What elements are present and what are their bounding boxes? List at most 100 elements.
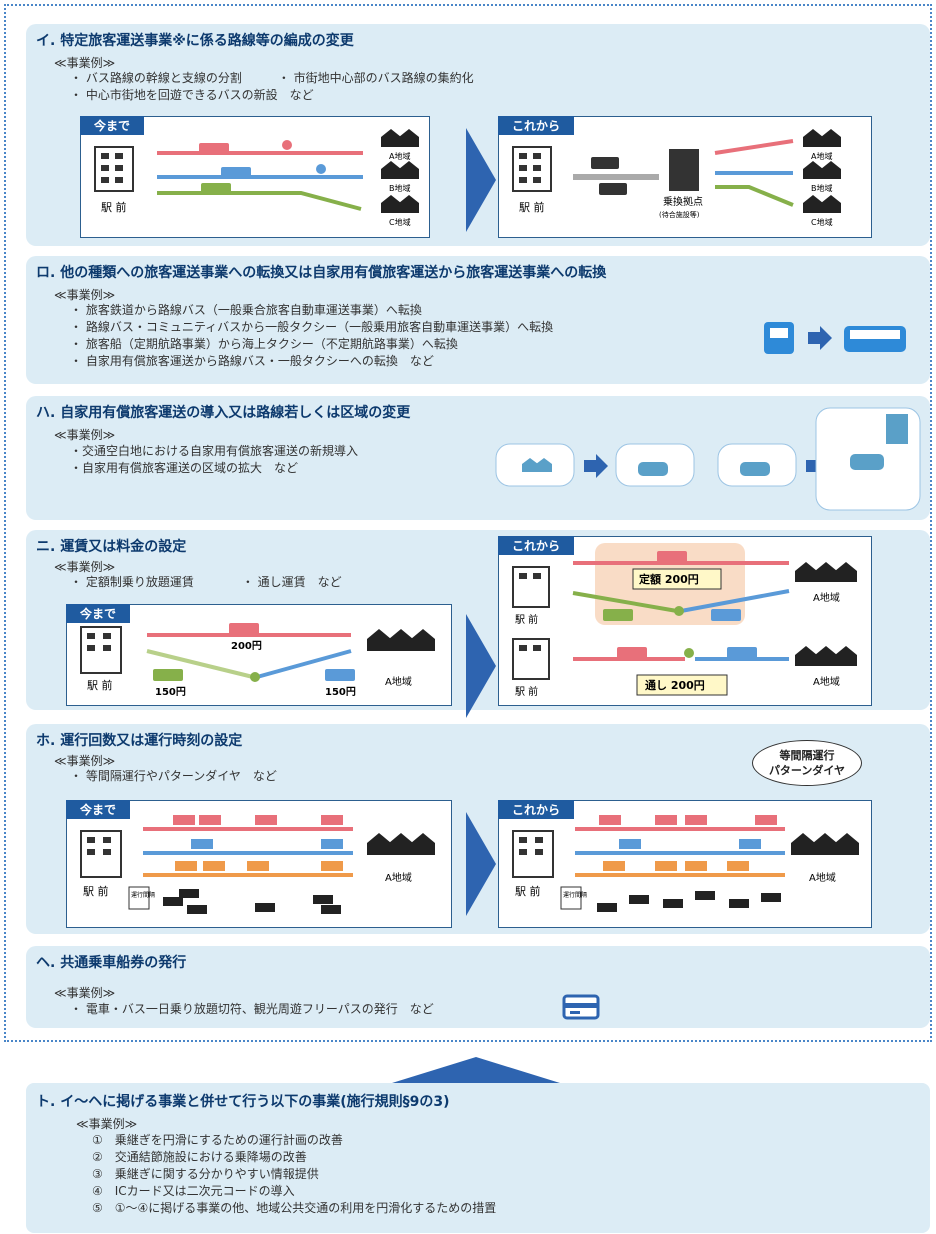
bus-icons <box>619 839 761 849</box>
section-i-before-panel: 今まで 駅 前 A地域 B地域 C地域 <box>80 116 430 238</box>
section-ho-before-diagram: 駅 前 運行間隔 A地域 <box>80 815 435 914</box>
section-ho: ホ. 運行回数又は運行時刻の設定 ≪事業例≫ ・ 等間隔運行やパターンダイヤ な… <box>26 724 930 934</box>
bus-icon <box>603 609 633 621</box>
section-he: ヘ. 共通乗車船券の発行 ≪事業例≫ ・ 電車・バス一日乗り放題切符、観光周遊フ… <box>26 946 930 1028</box>
bus-stop-icon <box>250 672 260 682</box>
green-route <box>146 649 254 679</box>
blue-route <box>256 649 352 679</box>
bus-stop-icon <box>684 648 694 658</box>
bus-icon <box>229 623 259 635</box>
red-route <box>714 139 794 155</box>
section-ho-after-diagram: 駅 前 運行間隔 A地域 <box>512 815 859 912</box>
up-arrow <box>392 1057 560 1083</box>
houses-icon <box>791 833 859 855</box>
through-fare-label: 通し 200円 <box>645 679 705 692</box>
station-building-icon <box>512 638 550 680</box>
bubble-line-2: パターンダイヤ <box>768 764 846 777</box>
section-ni-before-diagram: 駅 前 200円 150円 150円 A地域 <box>80 623 435 698</box>
houses-icon <box>367 833 435 855</box>
section-ni-title: ニ. 運賃又は料金の設定 <box>36 539 187 555</box>
section-i-title: イ. 特定旅客運送事業※に係る路線等の編成の変更 <box>36 33 354 49</box>
area-label: C地域 <box>389 217 411 227</box>
bus-cluster-icon <box>597 891 781 912</box>
section-ha-example-1: ・交通空白地における自家用有償旅客運送の新規導入 <box>70 444 359 458</box>
green-route <box>715 185 794 207</box>
station-building-icon <box>80 830 122 878</box>
arrow-right <box>466 614 496 718</box>
fare-label: 200円 <box>231 640 262 652</box>
bus-icon <box>617 647 647 659</box>
section-ro-example-label: ≪事業例≫ <box>54 288 116 302</box>
bus-icon <box>201 183 231 195</box>
section-to-item-5: ⑤ ①～④に掲げる事業の他、地域公共交通の利用を円滑化するための措置 <box>92 1201 497 1215</box>
interval-tag-label: 運行間隔 <box>131 891 155 899</box>
arrow-right-icon <box>584 454 608 478</box>
green-route <box>572 591 678 613</box>
section-to-title: ト. イ～ヘに掲げる事業と併せて行う以下の事業(施行規則§9の3) <box>36 1094 450 1110</box>
bus-icon <box>657 551 687 563</box>
houses-icon <box>367 629 435 651</box>
after-tag: これから <box>498 800 575 819</box>
bus-stop-icon <box>316 164 326 174</box>
area-label: A地域 <box>809 871 836 884</box>
bus-icons <box>173 815 343 825</box>
area-label: A地域 <box>389 151 410 161</box>
bus-icons <box>603 861 749 871</box>
train-to-bus-graphic <box>764 322 906 354</box>
section-i-after-panel: これから 駅 前 乗換拠点 (待合施設等) A地域 B地域 C地域 <box>498 116 872 238</box>
section-i-after-diagram: 駅 前 乗換拠点 (待合施設等) A地域 B地域 C地域 <box>512 129 841 227</box>
green-route <box>157 191 362 211</box>
area-label: A地域 <box>385 675 412 688</box>
section-ni-example-label: ≪事業例≫ <box>54 560 116 574</box>
flat-fare-badge <box>632 568 722 590</box>
main-border <box>4 4 932 1042</box>
station-building-icon <box>80 626 122 674</box>
after-tag: これから <box>498 536 575 555</box>
section-to-item-3: ③ 乗継ぎに関する分かりやすい情報提供 <box>92 1167 319 1181</box>
section-ni-after-diagram: 駅 前 定額 200円 A地域 駅 前 通し 200円 A地域 <box>512 543 857 698</box>
bus-icon <box>727 647 757 659</box>
section-ha: ハ. 自家用有償旅客運送の導入又は路線若しくは区域の変更 ≪事業例≫ ・交通空白… <box>26 396 930 520</box>
section-ho-example-1: ・ 等間隔運行やパターンダイヤ など <box>70 769 277 783</box>
section-ni-example-1: ・ 定額制乗り放題運賃 ・ 通し運賃 など <box>70 575 342 589</box>
car-icon <box>638 462 668 476</box>
hub-building-icon <box>669 149 699 191</box>
section-ro-example-1: ・ 旅客鉄道から路線バス（一般乗合旅客自動車運送事業）へ転換 <box>70 303 422 317</box>
houses-icon <box>795 562 857 582</box>
after-tag: これから <box>498 116 575 135</box>
arrow-right <box>466 128 496 232</box>
before-tag: 今まで <box>66 604 131 623</box>
bus-icons <box>599 815 777 825</box>
car-icon <box>850 454 884 470</box>
area-label: A地域 <box>385 871 412 884</box>
flat-fare-label: 定額 200円 <box>639 572 699 586</box>
section-i-example-2: ・ 中心市街地を回遊できるバスの新設 など <box>70 88 314 102</box>
hub-sub-label: (待合施設等) <box>659 210 700 219</box>
station-label: 駅 前 <box>515 685 538 698</box>
section-to-item-4: ④ ICカード又は二次元コードの導入 <box>92 1184 295 1198</box>
bus-icon <box>153 669 183 681</box>
arrow-right-icon <box>808 326 832 350</box>
station-label: 駅 前 <box>101 200 127 214</box>
bus-icon <box>221 167 251 179</box>
area-label: B地域 <box>811 183 833 193</box>
section-ro-title: ロ. 他の種類への旅客運送事業への転換又は自家用有償旅客運送から旅客運送事業への… <box>36 265 607 281</box>
bubble-line-1: 等間隔運行 <box>779 749 835 762</box>
area-label: A地域 <box>813 591 840 604</box>
interval-tag-label: 運行間隔 <box>563 891 587 899</box>
station-building-icon <box>94 146 134 192</box>
arrow-right <box>466 812 496 916</box>
section-ho-example-label: ≪事業例≫ <box>54 754 116 768</box>
section-ho-after-panel: これから 駅 前 運行間隔 A地域 <box>498 800 872 928</box>
bus-icon <box>591 157 619 169</box>
station-label: 駅 前 <box>519 200 545 214</box>
station-building-icon <box>512 146 552 192</box>
before-tag: 今まで <box>80 116 145 135</box>
section-ni-before-panel: 今まで 駅 前 200円 150円 150円 A地域 <box>66 604 452 706</box>
section-ha-example-label: ≪事業例≫ <box>54 428 116 442</box>
section-ha-example-2: ・自家用有償旅客運送の区域の拡大 など <box>70 461 299 475</box>
station-building-icon <box>512 830 554 878</box>
fare-label: 150円 <box>155 686 186 698</box>
section-ro-example-3: ・ 旅客船（定期航路事業）から海上タクシー（不定期航路事業）へ転換 <box>70 337 458 351</box>
station-label: 駅 前 <box>87 678 113 692</box>
